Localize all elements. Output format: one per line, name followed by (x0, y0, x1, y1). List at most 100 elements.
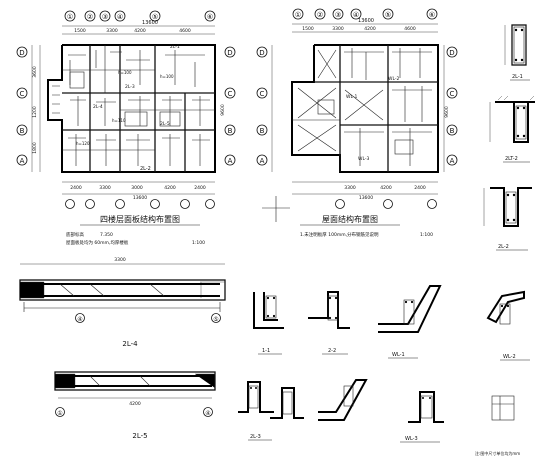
axis-label: ② (317, 11, 323, 19)
axis-marker: ④ (77, 316, 82, 323)
overall-width-dim: 13600 (142, 20, 158, 26)
plan-title: 屋面结构布置图 (322, 214, 378, 224)
axis-label: ③ (335, 11, 341, 19)
beam-span-dim: 4200 (129, 401, 141, 407)
overall-height-dim: 9600 (220, 104, 226, 116)
beam-label: 2L-4 (122, 340, 138, 348)
axis-label: A (228, 157, 233, 165)
section-2l-3: 2L-3 (238, 381, 304, 441)
detail-box (491, 395, 515, 421)
axis-label: ⑤ (152, 13, 158, 21)
right-plan-slab-rebars (297, 48, 432, 166)
dim-text: 1500 (302, 26, 314, 32)
axis-label: ③ (102, 13, 108, 21)
left-plan-side-axes: D C B A D C B A (16, 46, 236, 166)
dim-text: 1800 (32, 142, 38, 154)
dim-text: 4600 (404, 26, 416, 32)
section-label: WL-2 (503, 354, 516, 360)
axis-label: C (260, 90, 265, 98)
section-label: WL-3 (405, 436, 418, 442)
slab-label: h=100 (160, 74, 174, 79)
axis-label: ① (67, 13, 73, 21)
dim-text: 3300 (332, 26, 344, 32)
axis-label: C (228, 90, 233, 98)
section-label: WL-1 (392, 352, 405, 358)
section-label: 2LT-2 (505, 156, 518, 162)
dim-text: 3600 (32, 66, 38, 78)
beam-label: WL-2 (388, 76, 400, 82)
beam-label: WL-1 (346, 94, 358, 100)
note-text: 屋面板处均为 60mm,均厚楼板 (66, 239, 129, 246)
beam-label: 2L-1 (170, 44, 180, 50)
note-value: 7.350 (100, 232, 113, 238)
dim-text: 2400 (70, 185, 82, 191)
section-wl-3: WL-3 (318, 379, 444, 443)
note-text: 1.未注明板厚 100mm,分布钢筋见说明 (300, 231, 379, 238)
note-label: 底部标高 (66, 231, 84, 238)
axis-label: C (20, 90, 25, 98)
left-floor-plan: ① ② ③ ④ ⑤ ⑥ 13600 1500 3300 4200 4600 D … (16, 10, 236, 246)
section-label: 2L-3 (250, 434, 261, 440)
section-2l-2: 2L-2 (483, 187, 532, 251)
section-2-2: 2-2 (308, 291, 350, 355)
section-1-1: 1-1 (253, 292, 284, 355)
section-label: 2-2 (328, 348, 336, 354)
footer-note: 注:图中尺寸单位均为mm (475, 450, 520, 456)
axis-label: B (228, 127, 233, 135)
axis-label: ⑤ (385, 11, 391, 19)
left-plan-top-axes: ① ② ③ ④ ⑤ ⑥ (64, 10, 216, 22)
axis-label: D (227, 49, 232, 57)
axis-label: ② (87, 13, 93, 21)
dim-text: 4200 (164, 185, 176, 191)
plan-title: 四楼层面板结构布置图 (100, 214, 180, 224)
beam-label: 2L-2 (140, 166, 151, 172)
overall-width-dim: 13600 (133, 195, 147, 201)
beam-elevation-2l-5: 4200 ① ④ 2L-5 (54, 371, 216, 440)
slab-label: h=100 (118, 70, 132, 75)
center-crosshair-mark (262, 196, 290, 222)
beam-label: 2L-5 (132, 432, 147, 440)
axis-label: A (450, 157, 455, 165)
dim-text: 3300 (344, 185, 356, 191)
slab-label: h=120 (76, 141, 90, 146)
dim-text: 2400 (194, 185, 206, 191)
right-plan-side-axes: D C B A D C B A (256, 46, 458, 166)
section-label: 2L-2 (498, 244, 509, 250)
section-2l-1: 2L-1 (504, 24, 530, 81)
scale-text: 1:100 (420, 232, 433, 238)
axis-label: D (259, 49, 264, 57)
left-plan-slab-rebars (52, 50, 210, 166)
axis-label: ④ (353, 11, 359, 19)
dim-text: 4200 (364, 26, 376, 32)
axis-label: ① (295, 11, 301, 19)
axis-label: A (20, 157, 25, 165)
dim-text: 3000 (131, 185, 143, 191)
axis-label: ④ (117, 13, 123, 21)
beam-label: 2L-4 (93, 104, 103, 110)
axis-label: B (260, 127, 265, 135)
dim-text: 3300 (106, 28, 118, 34)
section-wl-2: WL-2 (486, 290, 530, 361)
section-wl-1: WL-1 (378, 285, 442, 359)
section-label: 1-1 (262, 348, 270, 354)
right-roof-plan: ① ② ③ ④ ⑤ ⑥ 13600 1500 3300 4200 4600 D … (256, 8, 458, 238)
dim-text: 3300 (99, 185, 111, 191)
axis-label: ⑥ (207, 13, 213, 21)
dim-text: 4600 (179, 28, 191, 34)
axis-label: A (260, 157, 265, 165)
beam-label: WL-3 (358, 156, 370, 162)
dim-text: 2400 (414, 185, 426, 191)
right-column-sections: 2L-1 2LT-2 2L-2 (483, 24, 535, 251)
section-details: 1-1 2-2 WL-1 WL-2 (238, 285, 530, 443)
scale-text: 1:100 (192, 240, 205, 246)
beam-label: 2L-3 (125, 84, 135, 90)
section-label: 2L-1 (512, 74, 523, 80)
axis-marker: ⑤ (213, 316, 218, 323)
axis-marker: ④ (205, 410, 210, 417)
axis-label: B (450, 127, 455, 135)
axis-label: D (449, 49, 454, 57)
dim-text: 1200 (32, 106, 38, 118)
dim-text: 4200 (380, 185, 392, 191)
slab-label: h=110 (112, 118, 126, 123)
dim-text: 4200 (134, 28, 146, 34)
